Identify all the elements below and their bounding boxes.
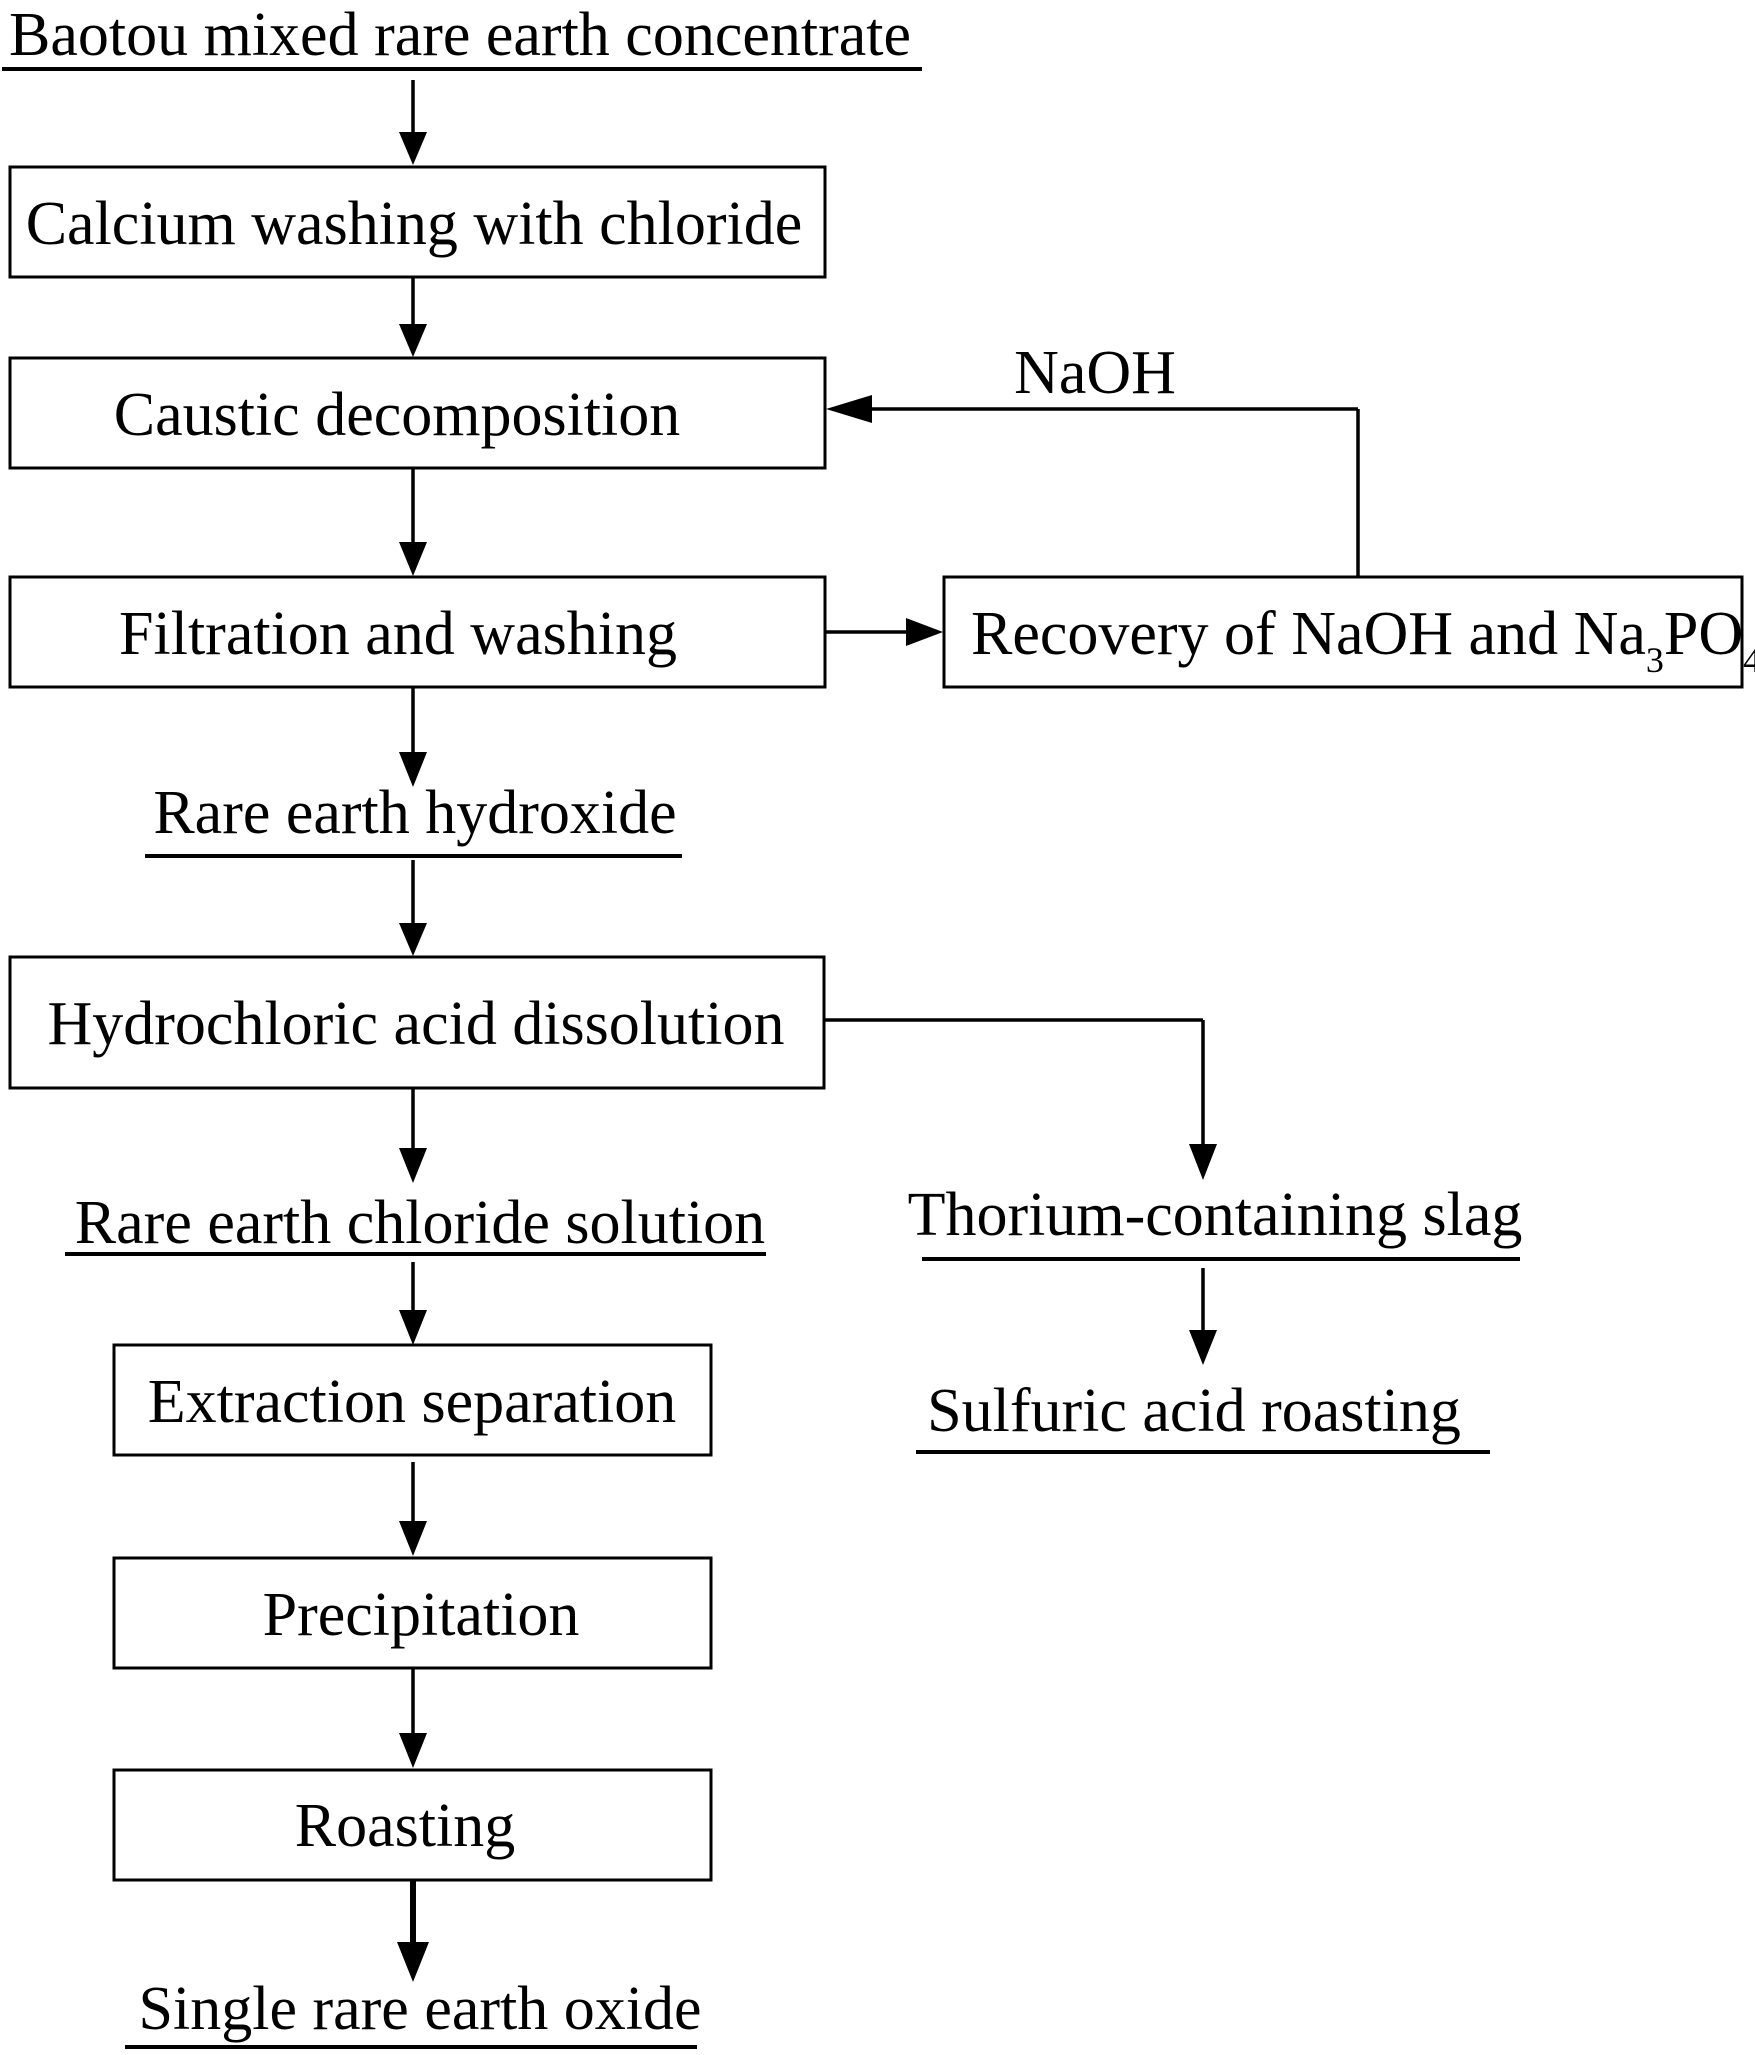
arrow-hcl-to-chloride	[399, 1088, 427, 1183]
node-caustic-decomposition: Caustic decomposition	[114, 381, 681, 449]
box-recovery	[942, 575, 1744, 689]
recovery-text: Recovery of NaOH and Na	[971, 600, 1646, 668]
arrow-chloride-to-extraction	[399, 1262, 427, 1345]
arrow-filtration-to-recovery	[825, 618, 943, 646]
recovery-sub-3: 3	[1646, 640, 1664, 680]
node-filtration-washing: Filtration and washing	[119, 600, 677, 668]
node-extraction: Extraction separation	[148, 1368, 677, 1436]
node-recovery: Recovery of NaOH and Na3PO4	[971, 600, 1755, 680]
box-roasting	[112, 1768, 713, 1882]
arrow-caustic-to-filtration	[399, 468, 427, 576]
node-hydroxide: Rare earth hydroxide	[153, 779, 676, 847]
box-calcium-washing	[8, 165, 827, 279]
recovery-po: PO	[1664, 600, 1743, 668]
arrow-precipitation-to-roasting	[399, 1668, 427, 1768]
node-chloride-solution: Rare earth chloride solution	[75, 1189, 765, 1257]
box-precipitation	[112, 1556, 713, 1670]
arrow-filtration-to-hydroxide	[399, 687, 427, 787]
node-roasting: Roasting	[295, 1792, 515, 1860]
arrow-extraction-to-precipitation	[399, 1462, 427, 1556]
arrow-concentrate-to-calcium	[399, 80, 427, 165]
box-extraction	[112, 1343, 713, 1457]
node-sulfuric-roasting: Sulfuric acid roasting	[927, 1377, 1461, 1445]
node-thorium-slag: Thorium-containing slag	[908, 1181, 1523, 1249]
box-hcl-dissolution	[8, 955, 826, 1090]
arrow-calcium-to-caustic	[399, 277, 427, 357]
arrow-recovery-to-caustic	[826, 395, 1360, 578]
arrow-hcl-to-thorium	[824, 1018, 1217, 1180]
arrow-hydroxide-to-hcl	[399, 860, 427, 956]
node-oxide: Single rare earth oxide	[139, 1975, 702, 2043]
recovery-sub-4: 4	[1743, 640, 1755, 680]
node-calcium-washing: Calcium washing with chloride	[26, 190, 803, 258]
arrow-roasting-to-oxide	[397, 1880, 429, 1982]
node-precipitation: Precipitation	[263, 1581, 580, 1649]
node-concentrate: Baotou mixed rare earth concentrate	[9, 1, 911, 69]
arrow-thorium-to-sulfuric	[1189, 1268, 1217, 1365]
box-caustic-decomposition	[8, 356, 827, 470]
label-naoh: NaOH	[1014, 339, 1176, 407]
node-hcl-dissolution: Hydrochloric acid dissolution	[48, 990, 785, 1058]
